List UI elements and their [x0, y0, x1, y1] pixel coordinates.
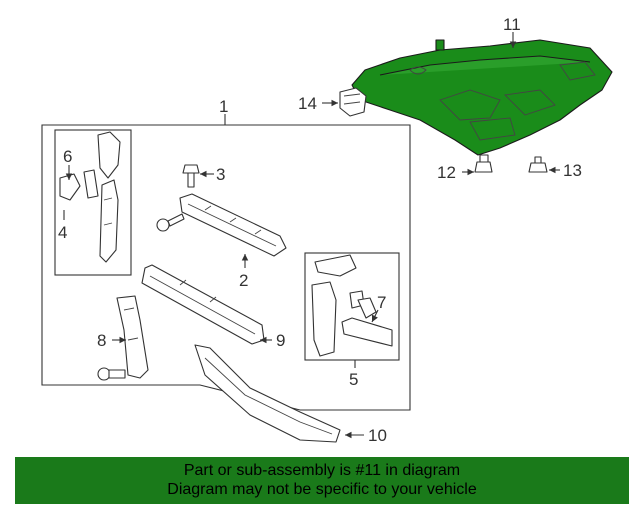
reinforcement-part-10[interactable] — [194, 344, 341, 443]
subgroup-4-box — [54, 129, 132, 276]
assembly-outline — [41, 124, 411, 411]
callout-10: 10 — [368, 426, 387, 445]
callout-5: 5 — [349, 370, 358, 389]
side-support-part-8[interactable] — [116, 295, 149, 379]
banner-line-1: Part or sub-assembly is #11 in diagram — [183, 462, 461, 479]
callout-1: 1 — [219, 97, 228, 116]
bolt-part-3[interactable] — [182, 164, 200, 188]
side-member-upper[interactable] — [97, 131, 121, 263]
leader-lines — [63, 32, 560, 439]
bolt-near-part-2[interactable] — [156, 213, 185, 232]
bracket-part-5[interactable] — [311, 254, 365, 357]
upper-tie-bar-part-2[interactable] — [179, 193, 287, 257]
info-banner: Part or sub-assembly is #11 in diagram D… — [15, 457, 629, 504]
subgroup-5-box — [304, 252, 400, 361]
callout-3: 3 — [216, 165, 225, 184]
callout-8: 8 — [97, 331, 106, 350]
callout-4: 4 — [58, 223, 67, 242]
bolt-part-8[interactable] — [97, 367, 126, 381]
bracket-part-7[interactable] — [341, 297, 393, 347]
callout-11: 11 — [503, 15, 521, 34]
bracket-small-part-4[interactable] — [83, 169, 99, 199]
nut-part-12[interactable] — [474, 154, 493, 173]
under-cover-part-11[interactable] — [351, 39, 613, 156]
callout-9: 9 — [276, 331, 285, 350]
callout-14: 14 — [298, 94, 317, 113]
bracket-part-6[interactable] — [59, 173, 81, 201]
banner-line-2: Diagram may not be specific to your vehi… — [167, 481, 477, 498]
clip-part-14[interactable] — [339, 87, 367, 117]
bolt-part-13[interactable] — [528, 156, 548, 173]
callout-6: 6 — [63, 147, 72, 166]
callout-12: 12 — [437, 163, 456, 182]
callout-2: 2 — [239, 271, 248, 290]
callout-13: 13 — [563, 161, 582, 180]
callout-7: 7 — [377, 293, 386, 312]
